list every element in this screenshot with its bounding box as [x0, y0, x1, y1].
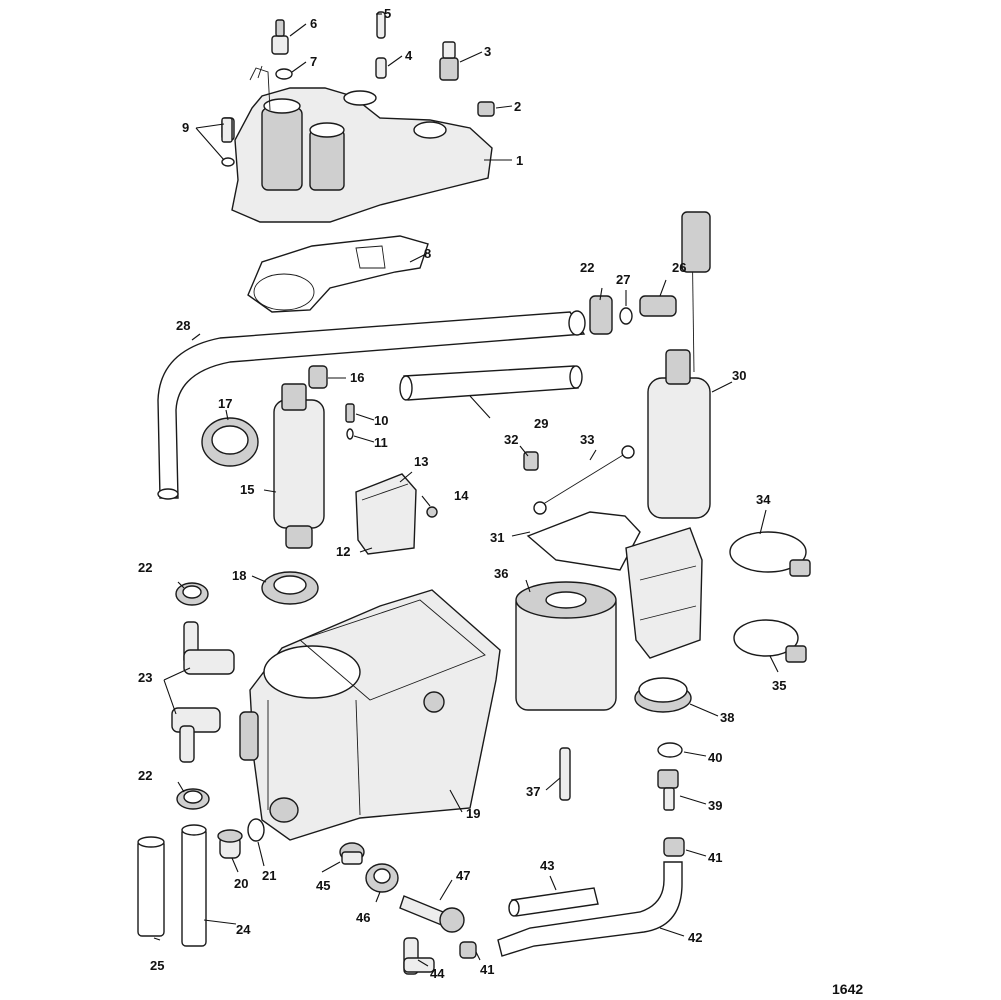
callout-label: 26 [672, 260, 686, 275]
callout-label: 45 [316, 878, 330, 893]
callout-label: 32 [504, 432, 518, 447]
callout-label: 8 [424, 246, 431, 261]
part-fittings-top [221, 11, 495, 167]
callout-label: 3 [484, 44, 491, 59]
callout-label: 25 [150, 958, 164, 973]
callout-label: 41 [708, 850, 722, 865]
part-pump-holder [625, 527, 703, 659]
part-hose-short [399, 365, 583, 401]
callout-label: 29 [534, 416, 548, 431]
part-bent-hose-42 [497, 861, 683, 957]
callout-label: 22 [138, 768, 152, 783]
part-top-cover [221, 65, 493, 223]
callout-label: 10 [374, 413, 388, 428]
callout-label: 37 [526, 784, 540, 799]
callout-label: 24 [236, 922, 251, 937]
callout-label: 17 [218, 396, 232, 411]
part-cap-41a [663, 837, 685, 857]
callout-label: 9 [182, 120, 189, 135]
part-fitting-39 [657, 769, 679, 811]
part-hose-24 [181, 824, 207, 947]
part-mounting-bracket [523, 445, 641, 571]
part-grommet-46 [365, 863, 399, 893]
callout-label: 7 [310, 54, 317, 69]
part-fuel-pump-left [201, 365, 355, 549]
part-oring-40 [657, 742, 683, 758]
callout-label: 27 [616, 272, 630, 287]
callout-label: 23 [138, 670, 152, 685]
part-hose-long [157, 310, 586, 500]
callout-label: 2 [514, 99, 521, 114]
callout-label: 35 [772, 678, 786, 693]
part-band-clamp-34 [729, 531, 811, 577]
part-fuel-filter [515, 581, 617, 711]
callout-label: 38 [720, 710, 734, 725]
callout-label: 31 [490, 530, 504, 545]
callout-label: 36 [494, 566, 508, 581]
callout-label: 20 [234, 876, 248, 891]
callout-label: 19 [466, 806, 480, 821]
part-sensor-37 [559, 747, 571, 801]
callout-label: 39 [708, 798, 722, 813]
part-cap-41b [459, 941, 477, 959]
callout-label: 13 [414, 454, 428, 469]
part-filter-cap [634, 677, 692, 713]
part-elbow-fittings [171, 621, 235, 763]
part-bracket-cover [355, 473, 438, 555]
callout-label: 22 [138, 560, 152, 575]
callout-label: 47 [456, 868, 470, 883]
part-gasket [247, 235, 429, 313]
part-clamp-c [589, 295, 613, 335]
callout-label: 1 [516, 153, 523, 168]
callout-label: 28 [176, 318, 190, 333]
leader-lines [153, 13, 779, 967]
callout-label: 16 [350, 370, 364, 385]
part-bolt-47 [399, 895, 465, 933]
callout-label: 22 [580, 260, 594, 275]
callout-label: 33 [580, 432, 594, 447]
callout-label: 40 [708, 750, 722, 765]
callout-label: 4 [405, 48, 413, 63]
callout-label: 43 [540, 858, 554, 873]
figure-number: 1642 [832, 981, 863, 997]
callout-label: 14 [454, 488, 469, 503]
part-hose-43 [508, 887, 599, 917]
part-fitting-45 [339, 842, 365, 865]
callout-label: 46 [356, 910, 370, 925]
callout-label: 21 [262, 868, 276, 883]
part-drain-plug [217, 818, 265, 859]
part-seal-ring [261, 571, 319, 605]
callout-label: 30 [732, 368, 746, 383]
callout-label: 42 [688, 930, 702, 945]
callout-label: 12 [336, 544, 350, 559]
part-clamp-b [176, 788, 210, 810]
callout-label: 5 [384, 6, 391, 21]
part-clamp-a [175, 582, 209, 606]
part-fuel-tank [239, 589, 501, 841]
part-hose-25 [137, 836, 165, 937]
part-fuel-pump-right [619, 211, 711, 519]
part-elbow-44 [403, 937, 435, 975]
part-band-clamp-35 [733, 619, 807, 663]
callout-label: 34 [756, 492, 771, 507]
callout-label: 41 [480, 962, 494, 977]
callout-label: 18 [232, 568, 246, 583]
callout-label: 6 [310, 16, 317, 31]
callout-label: 15 [240, 482, 254, 497]
callout-labels: 1 2 3 4 5 6 7 8 9 10 11 12 13 14 15 16 1… [138, 6, 786, 981]
callout-label: 11 [374, 435, 388, 450]
callout-label: 44 [430, 966, 445, 981]
